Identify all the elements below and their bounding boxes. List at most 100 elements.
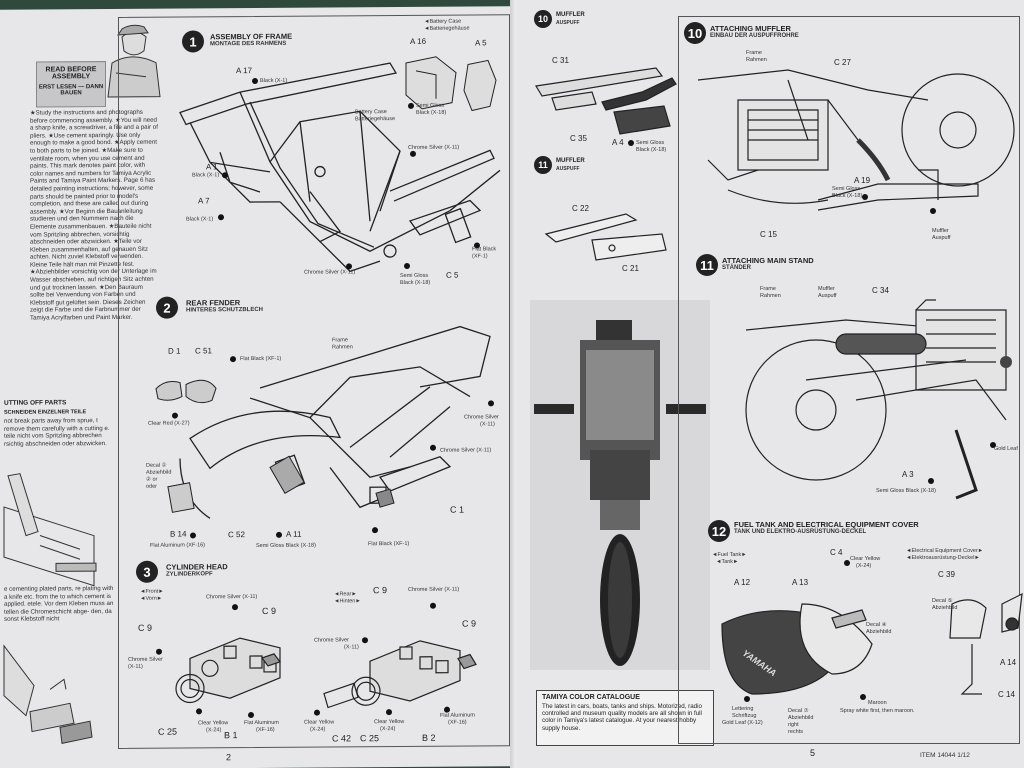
- paint-dot: [928, 478, 934, 484]
- maroon-label: Maroon: [868, 700, 887, 706]
- part-c9-d: C 9: [462, 618, 477, 629]
- step-12-number: 12: [708, 520, 730, 542]
- part-c25-b: C 25: [360, 733, 380, 744]
- chrome-silver-label-3: Chrome Silver: [314, 637, 349, 644]
- part-c9-c: C 9: [373, 585, 388, 596]
- semi-gloss-label: Semi Gloss: [416, 102, 445, 109]
- step-1-number: 1: [182, 30, 204, 53]
- part-b2: B 2: [422, 732, 436, 743]
- clear-red-label: Clear Red (X-27): [148, 420, 190, 427]
- part-a14: A 14: [1000, 658, 1017, 667]
- step-10-title: MUFFLER: [556, 12, 585, 18]
- paint-dot: [430, 444, 436, 451]
- chrome-silver-label-2: Chrome Silver: [128, 656, 163, 663]
- muffler-label: Muffler: [818, 286, 835, 292]
- battery-case-label: ◄Battery Case: [424, 18, 462, 25]
- flat-black-label-2: (XF-1): [472, 253, 488, 260]
- part-c22: C 22: [572, 204, 589, 213]
- part-a1: A 1: [206, 162, 218, 172]
- paint-dot: [252, 78, 258, 85]
- decal-label-3: ② or: [146, 476, 158, 483]
- paint-dot: [218, 214, 224, 221]
- gold-leaf-label: Gold Leaf (X-12): [722, 720, 763, 726]
- paint-dot: [196, 708, 202, 715]
- knife-illustration: [0, 639, 112, 750]
- flat-aluminum-label-2: Flat Aluminum: [440, 712, 475, 719]
- part-c14: C 14: [998, 690, 1015, 699]
- item-number: ITEM 14044 1/12: [920, 752, 970, 759]
- manual-page-right: 10 MUFFLER AUSPUFF C 31 C 35 A 4 Semi Gl…: [516, 0, 1024, 768]
- part-a5: A 5: [475, 38, 487, 48]
- step-11b-title: ATTACHING MAIN STAND: [722, 256, 814, 265]
- part-c25-a: C 25: [158, 726, 178, 737]
- manual-page-left: READ BEFORE ASSEMBLY ERST LESEN — DANN B…: [0, 6, 516, 768]
- mechanic-illustration: [104, 23, 164, 97]
- flat-aluminum-label-2b: (XF-16): [448, 719, 467, 726]
- front-label: ◄Front►: [140, 588, 164, 595]
- part-c52: C 52: [228, 530, 245, 540]
- chrome-silver-label-3b: (X-11): [344, 644, 359, 651]
- semi-gloss-label: Semi Gloss: [636, 140, 665, 146]
- read-before-subtitle: ERST LESEN — DANN BAUEN: [38, 84, 104, 97]
- step-1-subtitle: MONTAGE DES RAHMENS: [210, 40, 287, 48]
- electrical-cover-label-de: ◄Elektroausrüstung-Deckel►: [906, 555, 980, 561]
- cutting-title: UTTING OFF PARTS: [4, 399, 67, 407]
- part-c21: C 21: [622, 264, 639, 273]
- decal-label-4: oder: [146, 483, 158, 490]
- muffler-cover-drawing: [542, 210, 672, 270]
- frame-label-de: Rahmen: [760, 293, 781, 299]
- paint-dot: [248, 712, 254, 719]
- paint-dot: [744, 696, 750, 702]
- part-c4: C 4: [830, 548, 843, 557]
- battery-case-callout-de: Batteriegehäuse: [355, 116, 396, 123]
- read-before-box: READ BEFORE ASSEMBLY ERST LESEN — DANN B…: [36, 61, 106, 108]
- clear-yellow-label-1b: (X-24): [206, 727, 222, 734]
- part-c5: C 5: [446, 270, 459, 280]
- semi-gloss-label-3: Semi Gloss: [400, 272, 429, 280]
- clear-yellow-label-2: Clear Yellow: [304, 719, 335, 726]
- cutting-text: not break parts away from sprue, t remov…: [4, 417, 110, 448]
- part-a3: A 3: [902, 470, 914, 479]
- chrome-silver-label-2: Chrome Silver (X-11): [304, 269, 356, 276]
- semi-gloss-label-2: Black (X-18): [636, 147, 667, 153]
- step-2-title: REAR FENDER: [186, 298, 241, 308]
- spray-note: Spray white first, then maroon.: [840, 708, 915, 714]
- paint-dot: [190, 532, 196, 539]
- paint-dot: [844, 560, 850, 566]
- lettering-label-de: Schriftzug: [732, 713, 757, 719]
- part-a7: A 7: [198, 196, 210, 206]
- step-10b-subtitle: EINBAU DER AUSPUFFROHRE: [710, 33, 799, 39]
- decal-4-label-de: Abziehbild: [866, 629, 892, 635]
- paint-dot: [156, 648, 162, 655]
- clear-yellow-label-b: (X-24): [856, 563, 872, 569]
- decal-7-right-de: rechts: [788, 729, 803, 735]
- part-a12: A 12: [734, 578, 751, 587]
- battery-case-drawing: [402, 50, 502, 123]
- read-before-title: READ BEFORE ASSEMBLY: [45, 66, 97, 81]
- part-a7-color: Black (X-1): [186, 216, 214, 223]
- muffler-drawing: [532, 62, 682, 142]
- semi-gloss-label-2: Black (X-18): [832, 193, 863, 199]
- sprue-illustration: [0, 465, 112, 582]
- paint-dot: [230, 356, 236, 363]
- fuel-tank-label: ◄Fuel Tank►: [712, 552, 747, 558]
- decal-label: Decal ①: [146, 462, 167, 469]
- part-c39: C 39: [938, 570, 955, 579]
- frame-label-de: Rahmen: [332, 344, 353, 351]
- paint-dot: [404, 262, 410, 269]
- part-c31: C 31: [552, 56, 569, 65]
- paint-dot: [410, 150, 416, 157]
- part-a19: A 19: [854, 176, 871, 185]
- step-10b-title: ATTACHING MUFFLER: [710, 24, 791, 33]
- flat-black-label: Flat Black (XF-1): [240, 355, 282, 363]
- semi-gloss-label: Semi Gloss: [832, 186, 861, 192]
- paint-dot: [860, 694, 866, 700]
- part-d1: D 1: [168, 346, 181, 356]
- instruction-frame-right: [678, 16, 1020, 744]
- step-10-subtitle: AUSPUFF: [556, 20, 580, 26]
- part-a1-color: Black (X-1): [192, 172, 220, 179]
- paint-dot: [372, 527, 378, 534]
- muffler-label-de: Auspuff: [818, 293, 837, 299]
- paint-dot: [990, 442, 996, 448]
- semi-gloss-label-4: Black (X-18): [400, 279, 431, 287]
